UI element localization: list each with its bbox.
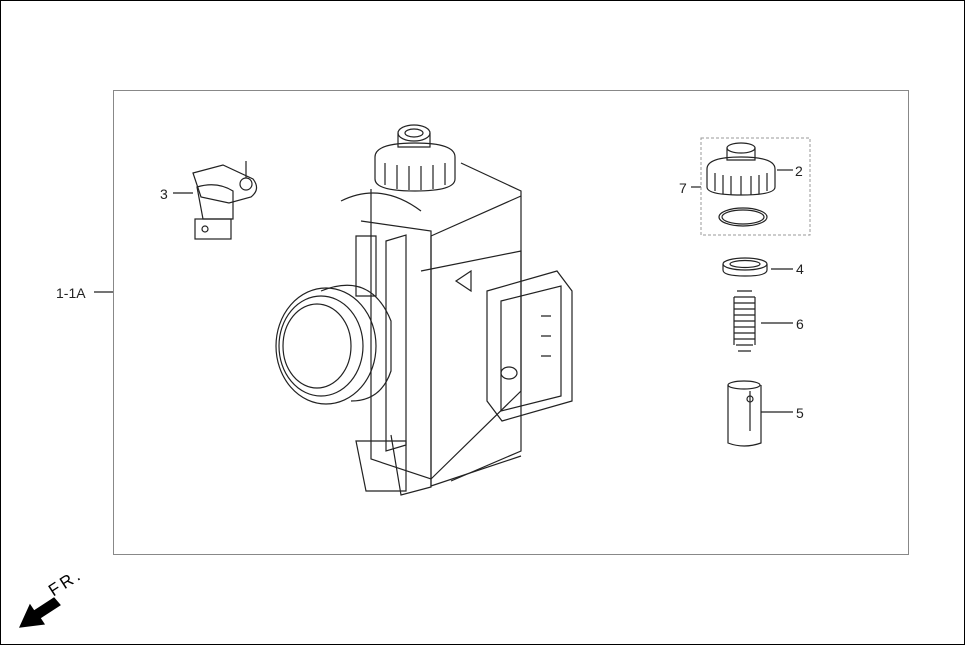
callout-4: 4 xyxy=(796,261,804,277)
part-1-1a-throttle-body xyxy=(275,124,573,496)
part-2-cap xyxy=(706,142,776,227)
callout-5: 5 xyxy=(796,405,804,421)
leader-lines xyxy=(94,169,793,413)
callout-3: 3 xyxy=(160,186,168,202)
callout-2: 2 xyxy=(795,163,803,179)
part-4-ring xyxy=(722,257,768,277)
part-5-sleeve xyxy=(727,380,762,447)
arrow-down-left-icon xyxy=(19,597,61,628)
callout-1-1a: 1-1A xyxy=(56,285,86,301)
assembly-frame xyxy=(113,90,909,555)
part-7-group-box xyxy=(700,137,811,236)
callout-6: 6 xyxy=(796,316,804,332)
part-3-sensor xyxy=(192,161,258,240)
callout-7: 7 xyxy=(679,180,687,196)
part-6-spring xyxy=(733,290,756,352)
